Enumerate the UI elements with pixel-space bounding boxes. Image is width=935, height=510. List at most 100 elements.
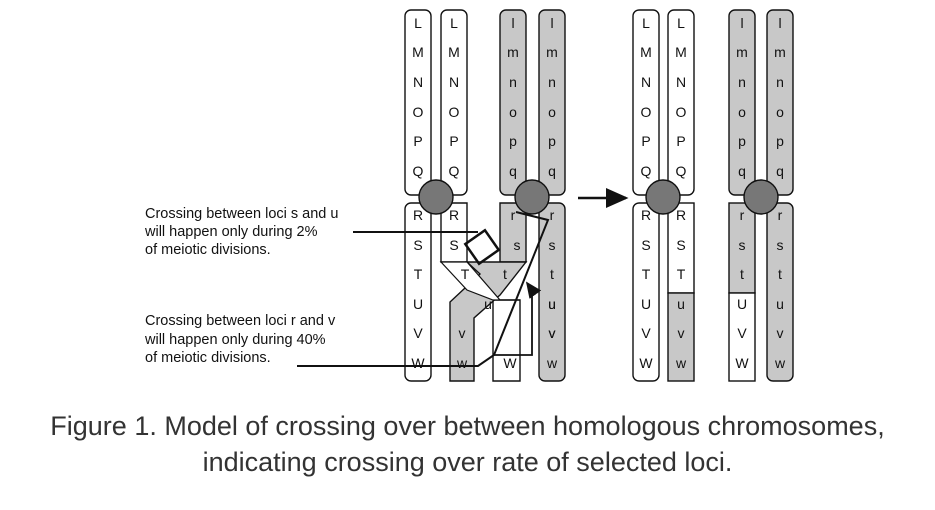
before_crossing-chromatid-4-upper-gene: n	[548, 74, 556, 90]
after_crossing-chromatid-2-upper-gene: L	[677, 15, 685, 31]
after_crossing-chromatid-2-upper-gene: P	[676, 133, 685, 149]
after_crossing-chromatid-1-upper-gene: P	[641, 133, 650, 149]
before_crossing-chromatid-4-lower-gene: t	[550, 266, 554, 282]
after_crossing-chromatid-2-lower-gene: u	[677, 296, 685, 312]
after_crossing-chromatid-4-upper-gene: l	[778, 15, 781, 31]
before_crossing-chromatid-3-lower-gene: r	[511, 207, 516, 223]
after_crossing-chromatid-2-lower-gene: T	[677, 266, 686, 282]
note-s-u-line2: will happen only during 2%	[144, 224, 318, 240]
note-r-v-line2: will happen only during 40%	[144, 332, 326, 348]
before_crossing-chromatid-2-upper-gene: N	[449, 74, 459, 90]
after_crossing-chromatid-4-upper-gene: p	[776, 133, 784, 149]
chromatid-1-upper-arm	[404, 9, 432, 196]
after_crossing-chromatid-3-upper-gene: q	[738, 163, 746, 179]
before_crossing-chromatid-1-lower-gene: S	[413, 237, 422, 253]
after-chromatid-1-lower	[632, 202, 660, 382]
before_crossing-chromatid-3-lower-gene: w	[456, 355, 468, 371]
after-chromatid-3-lower-top	[728, 202, 756, 294]
chromatid-1-lower-arm	[404, 202, 432, 382]
after_crossing-chromatid-1-lower-gene: U	[641, 296, 651, 312]
annotation-line-r-v-second	[494, 281, 542, 356]
before_crossing-chromatid-3-lower-gene: v	[549, 325, 556, 341]
after-chromatid-3-lower-bottom	[728, 292, 756, 382]
before_crossing-chromatid-1-upper-gene: O	[413, 104, 424, 120]
before_crossing-chromatid-4-upper-gene: m	[546, 44, 558, 60]
figure-caption: Figure 1. Model of crossing over between…	[0, 408, 935, 480]
after_crossing-chromatid-1-upper-gene: L	[642, 15, 650, 31]
before_crossing-chromatid-4-lower-gene: r	[550, 207, 555, 223]
after_crossing-chromatid-1-lower-gene: W	[639, 355, 653, 371]
before_crossing-chromatid-2-upper-gene: M	[448, 44, 460, 60]
centromere-right	[514, 179, 550, 215]
before_crossing-chromatid-4-lower-gene: s	[549, 237, 556, 253]
after_crossing-chromatid-3-upper-gene: n	[738, 74, 746, 90]
after_crossing-chromatid-1-upper-gene: N	[641, 74, 651, 90]
note-s-u-line1: Crossing between loci s and u	[145, 206, 338, 222]
before_crossing-chromatid-4-lower-gene: w	[546, 355, 558, 371]
before_crossing-chromatid-4-upper-gene: o	[548, 104, 556, 120]
after_crossing-chromatid-3-upper-gene: m	[736, 44, 748, 60]
after_crossing-chromatid-4-lower-gene: w	[774, 355, 786, 371]
note-r-v-line3: of meiotic divisions.	[145, 350, 271, 366]
before_crossing-chromatid-3-upper-gene: m	[507, 44, 519, 60]
before_crossing-chromatid-4-lower-gene: u	[548, 296, 556, 312]
after_crossing-chromatid-3-lower-gene: U	[737, 296, 747, 312]
after-chromatid-2-lower-top	[667, 202, 695, 294]
after_crossing-chromatid-2-upper-gene: N	[676, 74, 686, 90]
before_crossing-chromatid-1-lower-gene: T	[414, 266, 423, 282]
before_crossing-chromatid-2-upper-gene: L	[450, 15, 458, 31]
before_crossing-chromatid-2-upper-gene: O	[449, 104, 460, 120]
before_crossing-chromatid-3-upper-gene: o	[509, 104, 517, 120]
before_crossing-chromatid-2-lower-gene: v	[459, 325, 466, 341]
after_crossing-chromatid-4-lower-gene: v	[777, 325, 784, 341]
after-chromatid-2-upper	[667, 9, 695, 196]
before_crossing-chromatid-4-upper-gene: l	[550, 15, 553, 31]
after_crossing-chromatid-2-upper-gene: O	[676, 104, 687, 120]
before_crossing-chromatid-1-upper-gene: P	[413, 133, 422, 149]
after_crossing-chromatid-3-lower-gene: s	[739, 237, 746, 253]
after_crossing-chromatid-2-lower-gene: S	[676, 237, 685, 253]
after_crossing-chromatid-1-lower-gene: R	[641, 207, 651, 223]
before_crossing-chromatid-1-lower-gene: W	[411, 355, 425, 371]
after_crossing-chromatid-4-lower-gene: u	[776, 296, 784, 312]
after_crossing-chromatid-2-lower-gene: v	[678, 325, 685, 341]
after_crossing-chromatid-3-lower-gene: t	[740, 266, 744, 282]
before_crossing-chromatid-2-lower-gene: R	[449, 207, 459, 223]
before_crossing-chromatid-1-upper-gene: L	[414, 15, 422, 31]
after_crossing-chromatid-3-lower-gene: W	[735, 355, 749, 371]
crossover-strand-white	[439, 261, 520, 301]
after_crossing-chromatid-4-lower-gene: s	[777, 237, 784, 253]
after_crossing-chromatid-4-upper-gene: q	[776, 163, 784, 179]
after_crossing-chromatid-3-upper-gene: o	[738, 104, 746, 120]
after_crossing-chromatid-3-lower-gene: r	[740, 207, 745, 223]
before_crossing-chromatid-1-upper-gene: Q	[413, 163, 424, 179]
after-centromere-right	[743, 179, 779, 215]
after_crossing-chromatid-1-lower-gene: V	[641, 325, 651, 341]
before_crossing-chromatid-1-upper-gene: N	[413, 74, 423, 90]
after_crossing-chromatid-1-upper-gene: O	[641, 104, 652, 120]
note-s-u-line3: of meiotic divisions.	[145, 242, 271, 258]
note-r-v-line1: Crossing between loci r and v	[145, 313, 336, 329]
before_crossing-chromatid-1-lower-gene: U	[413, 296, 423, 312]
after_crossing-chromatid-2-upper-gene: Q	[676, 163, 687, 179]
after_crossing-chromatid-4-lower-gene: t	[778, 266, 782, 282]
after-chromatid-2-lower-bottom	[667, 292, 695, 382]
after-centromere-left	[645, 179, 681, 215]
chromatid-3-upper-arm	[499, 9, 527, 196]
after_crossing-chromatid-4-upper-gene: o	[776, 104, 784, 120]
before_crossing-chromatid-1-lower-gene: V	[413, 325, 423, 341]
after_crossing-chromatid-1-lower-gene: T	[642, 266, 651, 282]
after-chromatid-4-lower	[766, 202, 794, 382]
before_crossing-chromatid-1-upper-gene: M	[412, 44, 424, 60]
after_crossing-chromatid-3-upper-gene: l	[740, 15, 743, 31]
after_crossing-chromatid-3-lower-gene: V	[737, 325, 747, 341]
before_crossing-chromatid-3-lower-gene: s	[514, 237, 521, 253]
before_crossing-chromatid-3-upper-gene: l	[511, 15, 514, 31]
annotation-box-s-u	[463, 228, 501, 266]
after-chromatid-3-upper	[728, 9, 756, 196]
after_crossing-chromatid-4-upper-gene: m	[774, 44, 786, 60]
before_crossing-chromatid-2-lower-gene: W	[503, 355, 517, 371]
before_crossing-chromatid-3-upper-gene: p	[509, 133, 517, 149]
before_crossing-chromatid-4-upper-gene: q	[548, 163, 556, 179]
after-chromatid-4-upper	[766, 9, 794, 196]
